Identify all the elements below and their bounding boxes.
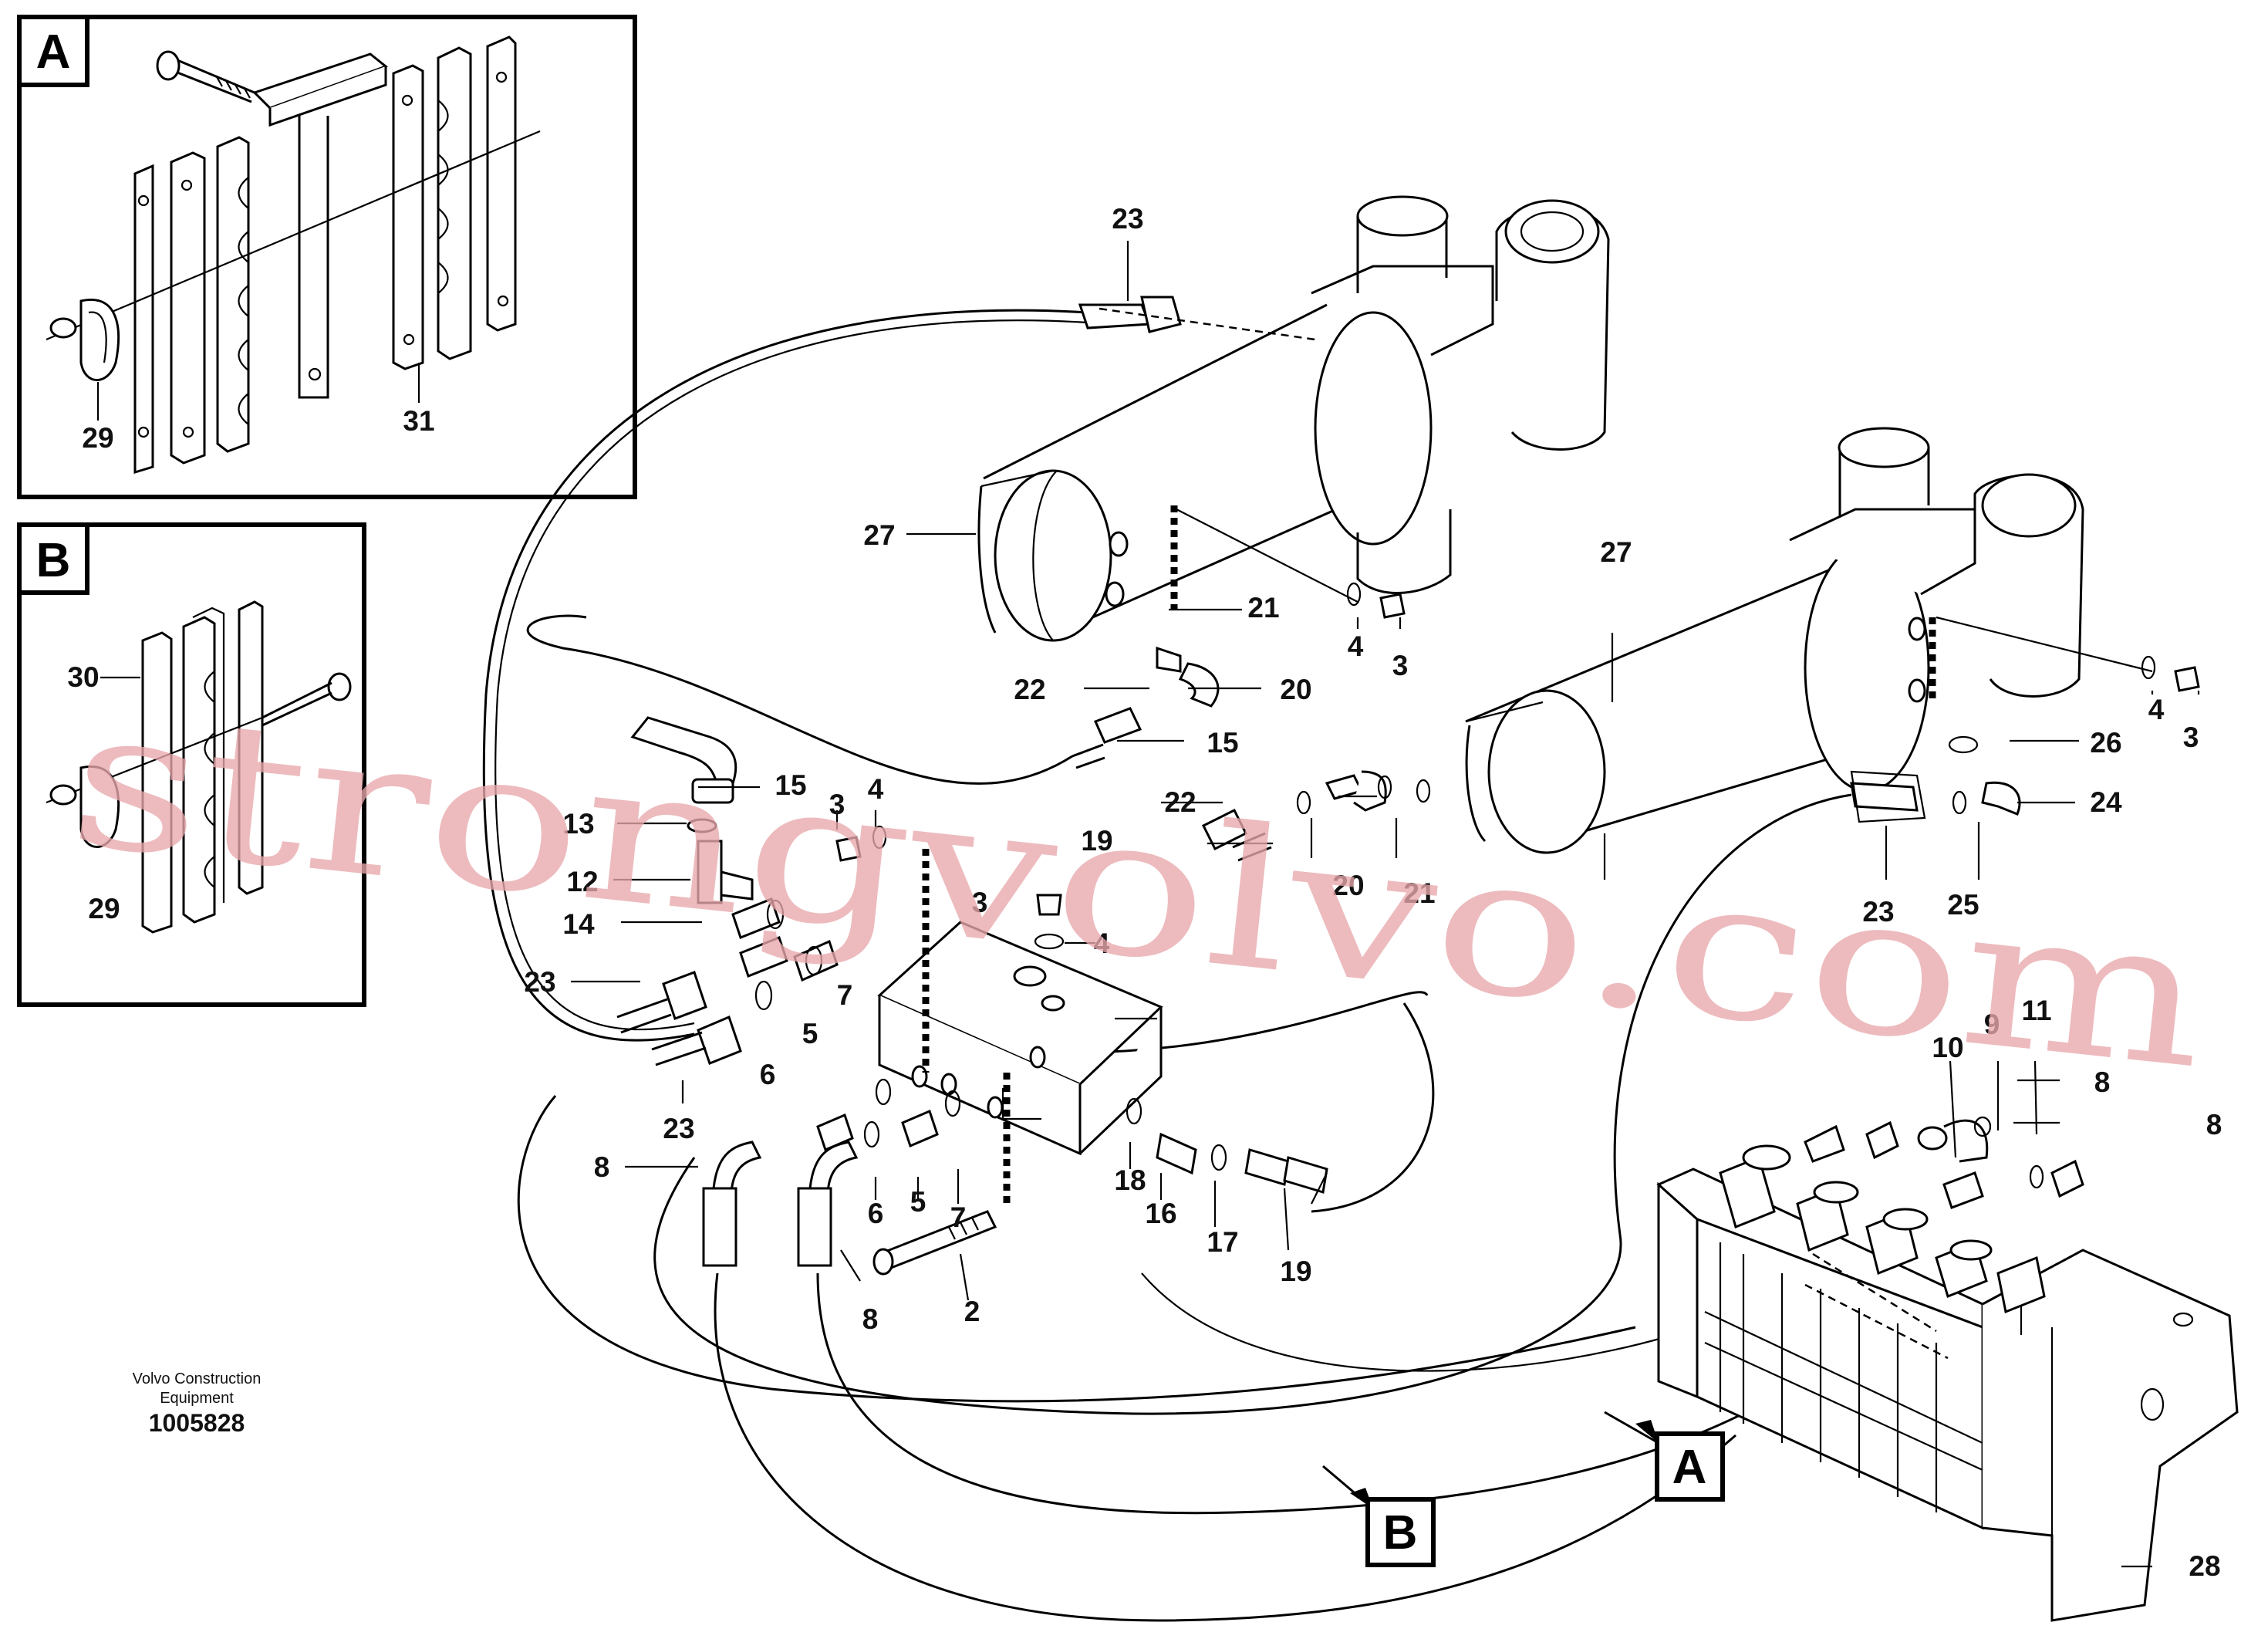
label-22: 22 — [1014, 674, 1045, 705]
label-19: 19 — [1081, 825, 1112, 857]
label-27: 27 — [1600, 536, 1632, 568]
label-24: 24 — [2090, 786, 2122, 818]
label-7: 7 — [950, 1201, 967, 1233]
bolt-inset-a — [156, 50, 255, 103]
label-30: 30 — [67, 661, 99, 693]
inset-b-letter: B — [36, 534, 71, 587]
label-20: 20 — [1280, 674, 1311, 705]
inset-a: A — [17, 15, 637, 499]
credit-line-2: Equipment — [160, 1390, 234, 1407]
label-8: 8 — [594, 1151, 610, 1183]
label-18: 18 — [1114, 1164, 1146, 1196]
upper-right-elbows — [1072, 646, 1431, 862]
credit-line-1: Volvo Construction — [133, 1370, 262, 1387]
label-12: 12 — [566, 866, 598, 897]
label-4: 4 — [1094, 928, 1110, 959]
valve-sections — [1719, 1144, 2046, 1314]
label-15: 15 — [1207, 727, 1238, 759]
axis-line-inset-a — [46, 130, 541, 341]
label-10: 10 — [1932, 1032, 1963, 1063]
label-4: 4 — [2148, 694, 2165, 725]
label-21: 21 — [1403, 877, 1435, 909]
label-22: 22 — [1164, 786, 1196, 818]
label-3: 3 — [1392, 650, 1409, 681]
upper-hose-end — [1078, 296, 1182, 333]
p-clip-inset-a — [49, 299, 120, 381]
label-8: 8 — [2206, 1109, 2222, 1141]
label-21: 21 — [1247, 592, 1279, 623]
clamp-right-inset-a — [392, 35, 517, 370]
label-3: 3 — [2183, 721, 2199, 753]
label-5: 5 — [802, 1018, 818, 1049]
callout-b: B — [1322, 1465, 1436, 1567]
label-20: 20 — [1332, 870, 1364, 901]
label-8: 8 — [862, 1303, 879, 1335]
hose-ends-left — [616, 971, 742, 1066]
label-9: 9 — [1984, 1009, 2000, 1040]
label-13: 13 — [562, 808, 594, 840]
label-6: 6 — [760, 1059, 776, 1090]
callout-a-letter: A — [1672, 1441, 1707, 1494]
label-16: 16 — [1145, 1198, 1176, 1229]
label-26: 26 — [2090, 727, 2121, 759]
cylinder-lower — [1465, 427, 2084, 854]
control-valve — [1656, 1116, 2239, 1622]
elbow-upper-left — [630, 716, 737, 833]
label-4: 4 — [1348, 630, 1364, 662]
part-labels: 23 27 21 4 3 22 20 15 15 27 4 3 26 24 3 … — [524, 203, 2222, 1582]
adapter-stack — [731, 897, 839, 1011]
manifold-block — [877, 849, 1163, 1204]
label-27: 27 — [863, 519, 895, 551]
fittings — [616, 296, 2200, 1276]
label-19: 19 — [1280, 1255, 1311, 1287]
clamp-left-inset-a — [133, 136, 250, 475]
cylinder2-fittings — [1850, 735, 2021, 823]
label-11: 11 — [2021, 995, 2051, 1026]
tee-fitting — [697, 840, 754, 904]
callout-a: A — [1604, 1411, 1725, 1502]
label-29-b: 29 — [88, 893, 120, 924]
cylinder-upper — [977, 195, 1610, 642]
label-28: 28 — [2189, 1550, 2220, 1582]
label-15: 15 — [775, 769, 806, 801]
right-side-adapters — [1126, 1097, 1328, 1205]
plugs — [835, 582, 2200, 950]
label-17: 17 — [1207, 1226, 1238, 1258]
lower-elbows — [702, 1078, 961, 1267]
inset-a-letter: A — [36, 25, 71, 79]
long-bolt — [872, 1210, 997, 1276]
t-bracket-inset-a — [252, 52, 389, 399]
drawing-number: 1005828 — [149, 1409, 245, 1437]
p-clip-inset-b — [49, 765, 120, 848]
label-3: 3 — [972, 887, 988, 918]
label-6: 6 — [868, 1198, 884, 1229]
clamp-assembly-inset-b — [141, 600, 352, 934]
label-7: 7 — [837, 979, 853, 1011]
label-14: 14 — [562, 908, 595, 940]
inset-b: B 30 29 — [17, 522, 366, 1007]
label-25: 25 — [1947, 889, 1979, 921]
label-3: 3 — [829, 789, 845, 820]
label-31: 31 — [403, 405, 434, 437]
label-23: 23 — [663, 1113, 694, 1144]
label-23: 23 — [1862, 896, 1894, 928]
label-2: 2 — [964, 1296, 980, 1327]
label-8: 8 — [2094, 1066, 2111, 1098]
label-29-a: 29 — [82, 422, 113, 454]
leader-lines — [571, 241, 2200, 1568]
label-23: 23 — [524, 966, 555, 998]
label-23: 23 — [1112, 203, 1143, 235]
label-5: 5 — [910, 1186, 926, 1218]
label-4: 4 — [868, 773, 884, 805]
credit-block: Volvo Construction Equipment 1005828 — [133, 1370, 262, 1437]
callout-b-letter: B — [1383, 1506, 1418, 1560]
